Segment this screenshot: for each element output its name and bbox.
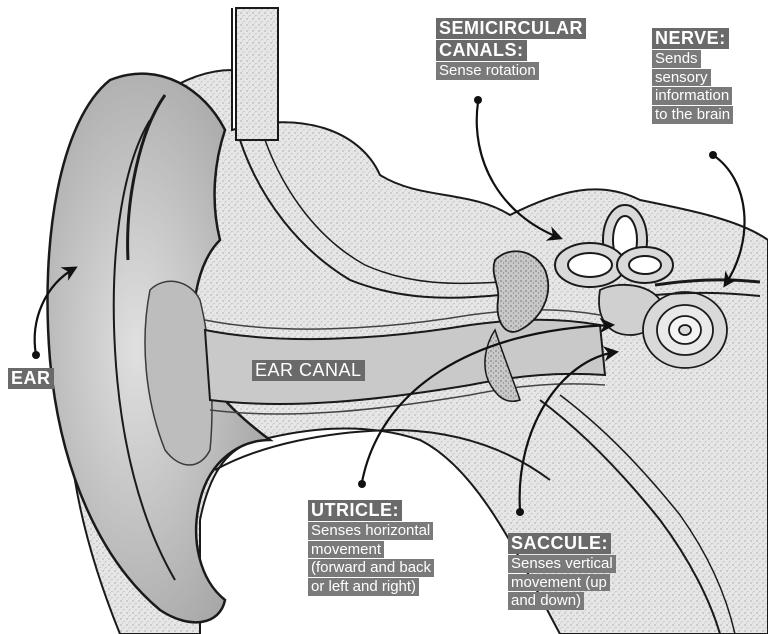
saccule-line-2: movement (up — [508, 574, 610, 592]
utricle-line-3: (forward and back — [308, 559, 434, 577]
nerve-label: NERVE: Sends sensory information to the … — [652, 28, 733, 125]
nerve-line-4: to the brain — [652, 106, 733, 124]
nerve-line-1: Sends — [652, 50, 701, 68]
ear-canal-label-title: EAR CANAL — [252, 360, 365, 381]
utricle-line-4: or left and right) — [308, 578, 419, 596]
semicircular-desc: Sense rotation — [436, 62, 539, 80]
cochlea-shape — [643, 292, 727, 368]
semicircular-canals-label: SEMICIRCULAR CANALS: Sense rotation — [436, 18, 586, 81]
utricle-line-1: Senses horizontal — [308, 522, 433, 540]
ear-canal-label: EAR CANAL — [252, 360, 365, 382]
nerve-title: NERVE: — [652, 28, 729, 49]
saccule-label: SACCULE: Senses vertical movement (up an… — [508, 533, 616, 611]
saccule-line-1: Senses vertical — [508, 555, 616, 573]
nerve-line-2: sensory — [652, 69, 711, 87]
ear-label-title: EAR — [8, 368, 54, 389]
nerve-line-3: information — [652, 87, 732, 105]
ear-label: EAR — [8, 368, 54, 390]
saccule-line-3: and down) — [508, 592, 584, 610]
saccule-title: SACCULE: — [508, 533, 611, 554]
utricle-line-2: movement — [308, 541, 384, 559]
semicircular-title-line1: SEMICIRCULAR — [436, 18, 586, 39]
utricle-label: UTRICLE: Senses horizontal movement (for… — [308, 500, 434, 597]
semicircular-title-line2: CANALS: — [436, 40, 527, 61]
utricle-title: UTRICLE: — [308, 500, 402, 521]
upper-tissue-column — [236, 8, 278, 140]
